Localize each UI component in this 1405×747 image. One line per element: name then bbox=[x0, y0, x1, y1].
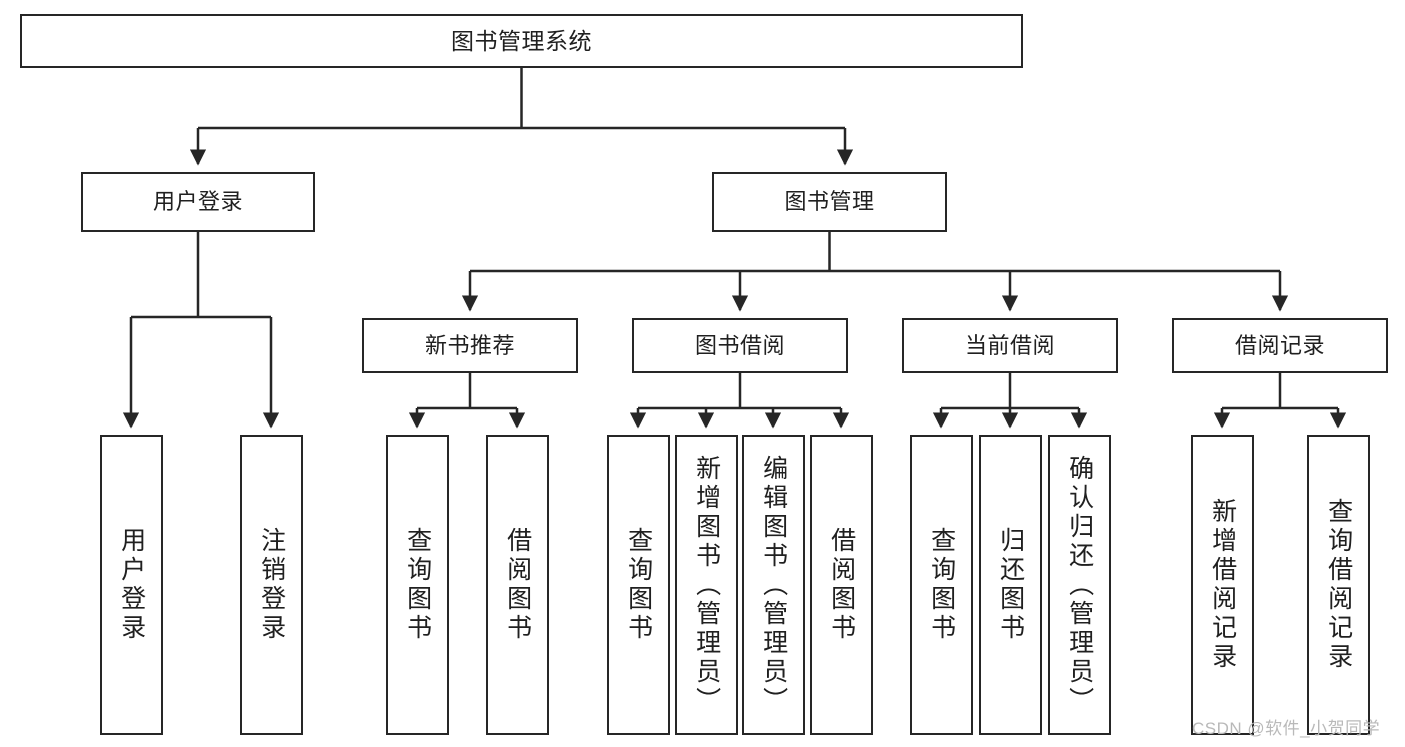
node-user-login[interactable]: 用户登录 bbox=[81, 172, 315, 232]
node-label: 确认归还（管理员） bbox=[1065, 454, 1094, 716]
node-label: 图书管理 bbox=[784, 189, 875, 215]
node-label: 借阅记录 bbox=[1234, 332, 1325, 358]
leaf-user-login-login[interactable]: 用户登录 bbox=[100, 435, 163, 735]
node-label: 查询图书 bbox=[927, 527, 956, 643]
leaf-book-borrow-borrow-book[interactable]: 借阅图书 bbox=[810, 435, 873, 735]
leaf-new-book-query-book[interactable]: 查询图书 bbox=[386, 435, 449, 735]
leaf-new-book-borrow-book[interactable]: 借阅图书 bbox=[486, 435, 549, 735]
node-label: 查询借阅记录 bbox=[1324, 498, 1353, 672]
node-label: 新增借阅记录 bbox=[1208, 498, 1237, 672]
leaf-book-borrow-query-book[interactable]: 查询图书 bbox=[607, 435, 670, 735]
leaf-book-borrow-edit-book-admin[interactable]: 编辑图书（管理员） bbox=[742, 435, 805, 735]
node-label: 查询图书 bbox=[403, 527, 432, 643]
node-new-book-recommend[interactable]: 新书推荐 bbox=[362, 318, 578, 373]
node-label: 归还图书 bbox=[996, 527, 1025, 643]
csdn-watermark: CSDN @软件_小贺同学 bbox=[1192, 719, 1381, 738]
node-label: 图书借阅 bbox=[694, 332, 785, 358]
leaf-user-login-logout[interactable]: 注销登录 bbox=[240, 435, 303, 735]
node-label: 编辑图书（管理员） bbox=[759, 454, 788, 716]
node-label: 借阅图书 bbox=[827, 527, 856, 643]
node-label: 用户登录 bbox=[152, 189, 243, 215]
node-label: 用户登录 bbox=[117, 527, 146, 643]
node-book-borrow[interactable]: 图书借阅 bbox=[632, 318, 848, 373]
node-label: 当前借阅 bbox=[964, 332, 1055, 358]
leaf-borrow-record-query-record[interactable]: 查询借阅记录 bbox=[1307, 435, 1370, 735]
node-borrow-record[interactable]: 借阅记录 bbox=[1172, 318, 1388, 373]
leaf-borrow-record-add-record[interactable]: 新增借阅记录 bbox=[1191, 435, 1254, 735]
node-label: 借阅图书 bbox=[503, 527, 532, 643]
node-label: 图书管理系统 bbox=[451, 27, 592, 54]
node-label: 新增图书（管理员） bbox=[692, 454, 721, 716]
leaf-current-borrow-query-book[interactable]: 查询图书 bbox=[910, 435, 973, 735]
leaf-current-borrow-confirm-return-admin[interactable]: 确认归还（管理员） bbox=[1048, 435, 1111, 735]
node-label: 注销登录 bbox=[257, 527, 286, 643]
node-current-borrow[interactable]: 当前借阅 bbox=[902, 318, 1118, 373]
leaf-current-borrow-return-book[interactable]: 归还图书 bbox=[979, 435, 1042, 735]
node-root-book-management-system[interactable]: 图书管理系统 bbox=[20, 14, 1023, 68]
node-label: 新书推荐 bbox=[424, 332, 515, 358]
node-book-management[interactable]: 图书管理 bbox=[712, 172, 947, 232]
leaf-book-borrow-add-book-admin[interactable]: 新增图书（管理员） bbox=[675, 435, 738, 735]
node-label: 查询图书 bbox=[624, 527, 653, 643]
